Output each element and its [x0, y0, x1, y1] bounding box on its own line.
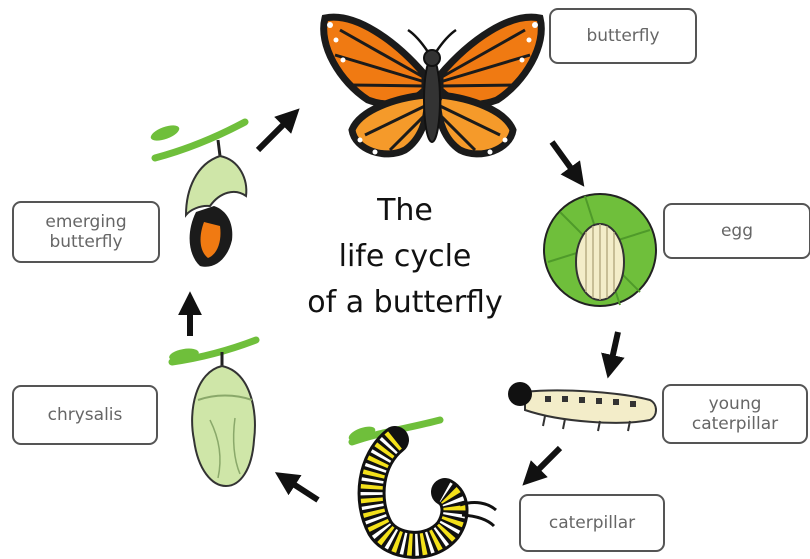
young-caterpillar-illustration: [508, 382, 656, 431]
arrow-young-to-caterpillar: [530, 448, 560, 478]
egg-illustration: [544, 194, 656, 306]
arrow-caterpillar-to-chrysalis: [284, 478, 318, 500]
emerging-butterfly-illustration: [149, 122, 246, 267]
arrow-emerging-to-butterfly: [258, 116, 292, 150]
caterpillar-illustration: [347, 420, 496, 545]
butterfly-illustration: [324, 17, 542, 154]
chrysalis-illustration: [168, 340, 256, 486]
arrow-butterfly-to-egg: [552, 142, 578, 178]
arrow-egg-to-young: [610, 332, 618, 368]
